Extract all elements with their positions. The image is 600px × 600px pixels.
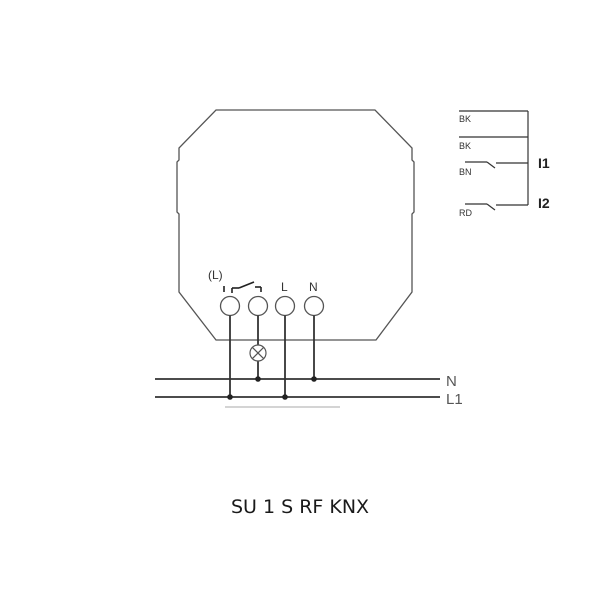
input-wiring <box>459 110 529 211</box>
terminal-l <box>274 295 296 317</box>
terminal-label-n: N <box>309 280 318 294</box>
wire-color-labels: BK BK BN RD <box>459 114 472 218</box>
wire-label-bn: BN <box>459 167 472 177</box>
terminal-label-l: L <box>281 280 288 294</box>
wire-label-bk-2: BK <box>459 141 471 151</box>
bus-label-l1: L1 <box>446 391 463 408</box>
terminal-label-switched-l: (L) <box>208 268 223 282</box>
terminal-switched-l <box>219 295 241 317</box>
terminal-output <box>247 295 269 317</box>
junction-dots <box>227 376 317 400</box>
device-housing <box>176 109 415 341</box>
bus-label-n: N <box>446 373 457 390</box>
switch-symbol <box>223 281 262 293</box>
input-label-i1: I1 <box>538 155 550 171</box>
terminal-wires <box>229 315 315 397</box>
wire-label-bk-1: BK <box>459 114 471 124</box>
input-label-i2: I2 <box>538 195 550 211</box>
terminals <box>219 295 325 317</box>
diagram-title: SU 1 S RF KNX <box>230 496 370 518</box>
wire-label-rd: RD <box>459 208 472 218</box>
lamp-icon <box>249 344 267 362</box>
terminal-n <box>303 295 325 317</box>
bus-lines <box>155 378 440 398</box>
